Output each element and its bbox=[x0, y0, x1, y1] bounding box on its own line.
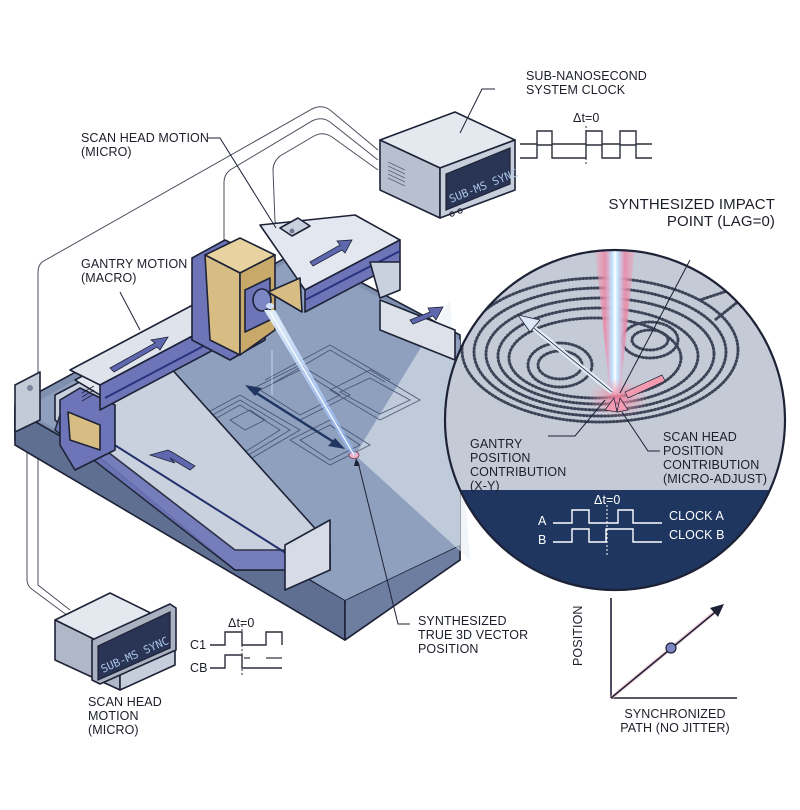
vent-grille bbox=[387, 161, 406, 187]
chart-arrowhead bbox=[710, 604, 724, 617]
inset-channel-b: B bbox=[538, 533, 547, 547]
gantry-contribution-arrow bbox=[517, 314, 614, 394]
inset-clock-b-label: CLOCK B bbox=[669, 528, 725, 542]
bottom-clock-waveform bbox=[210, 625, 283, 676]
chart-y-label: POSITION bbox=[571, 605, 585, 666]
leader-lines bbox=[119, 88, 691, 625]
chart-caption: SYNCHRONIZED PATH (NO JITTER) bbox=[620, 707, 730, 735]
bottom-channel-c1: C1 bbox=[190, 638, 207, 652]
gantry-machine bbox=[14, 214, 470, 641]
top-delta-label: Δt=0 bbox=[573, 111, 600, 125]
scan-head bbox=[191, 237, 303, 361]
signal-wires bbox=[26, 106, 379, 617]
label-gantry-position-contribution: GANTRY POSITION CONTRIBUTION (X-Y) bbox=[470, 437, 567, 493]
chart-path-line bbox=[610, 608, 720, 699]
gantry-arrow-left bbox=[109, 336, 169, 373]
inset-channel-a: A bbox=[538, 514, 547, 528]
inset-clock-a-label: CLOCK A bbox=[669, 509, 724, 523]
label-synthesized-impact-point: SYNTHESIZED IMPACT POINT (LAG=0) bbox=[608, 196, 775, 230]
inset-delta-label: Δt=0 bbox=[594, 493, 621, 507]
label-scan-head-position-contribution: SCAN HEAD POSITION CONTRIBUTION (MICRO-A… bbox=[663, 430, 768, 486]
inset-clock-waveform bbox=[553, 505, 662, 555]
label-true-3d-vector: SYNTHESIZED TRUE 3D VECTOR POSITION bbox=[418, 614, 529, 656]
top-sync-device: SUB-MS SYNC bbox=[379, 111, 520, 219]
inset-laser-beam bbox=[590, 250, 640, 395]
label-scan-head-motion-top: SCAN HEAD MOTION (MICRO) bbox=[81, 131, 209, 159]
bottom-delta-label: Δt=0 bbox=[228, 616, 255, 630]
bottom-sync-device: SUB-MS SYNC bbox=[54, 592, 177, 691]
bottom-channel-cb: CB bbox=[190, 661, 208, 675]
circuit-pattern bbox=[174, 344, 421, 466]
gantry-xy-arrow bbox=[245, 385, 345, 449]
label-sub-nanosecond-clock: SUB-NANOSECOND SYSTEM CLOCK bbox=[526, 69, 647, 97]
sync-path-chart bbox=[609, 598, 737, 700]
top-clock-waveform bbox=[520, 126, 652, 164]
magnified-inset bbox=[443, 248, 787, 592]
label-gantry-motion: GANTRY MOTION (MACRO) bbox=[81, 257, 188, 285]
gantry-arrow-right bbox=[309, 239, 353, 267]
label-scan-head-motion-bottom: SCAN HEAD MOTION (MICRO) bbox=[88, 695, 162, 737]
laser-beam bbox=[264, 310, 357, 455]
scan-head-micro-arrows bbox=[604, 374, 666, 413]
chart-marker bbox=[665, 642, 677, 654]
